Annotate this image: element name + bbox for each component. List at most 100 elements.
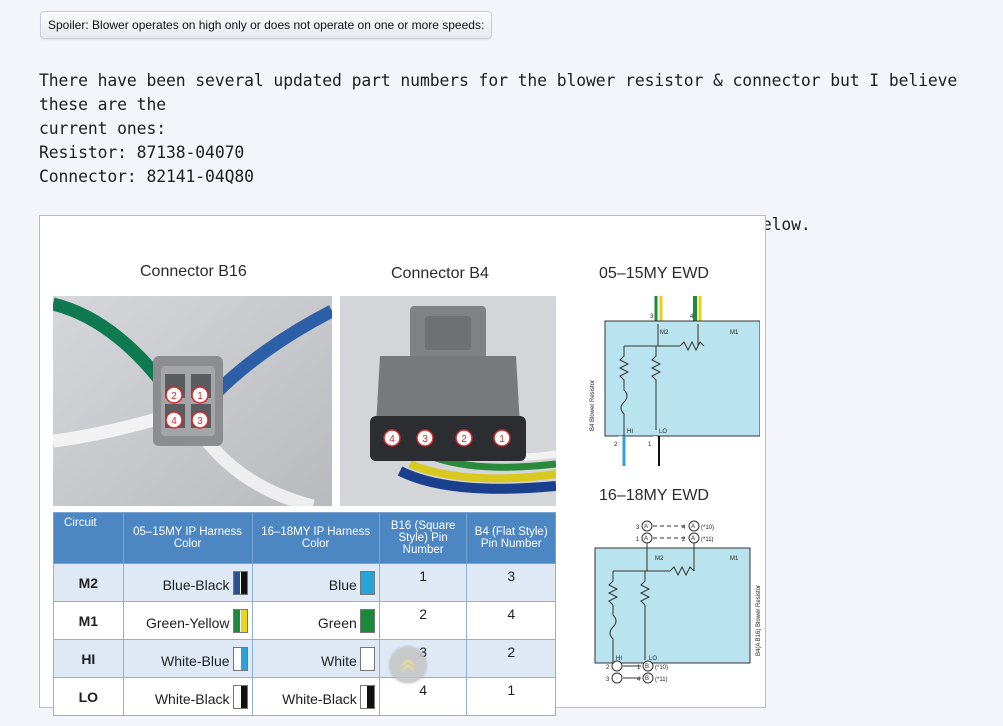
ewd-new-bot-pin-1: 1 — [637, 665, 641, 671]
new-color-cell-text: Blue — [328, 576, 357, 593]
wire-color-swatch — [359, 570, 375, 595]
table-header-1: 05–15MY IP Harness Color — [122, 512, 253, 564]
b4-pin-3: 3 — [422, 434, 428, 445]
connector-b16-photo: 2 1 4 3 — [53, 296, 332, 506]
ewd-new-pin-a-2: A — [644, 536, 648, 542]
ewd-new-bot-pin-4: 4 — [637, 677, 641, 683]
b4-pin-cell: 4 — [466, 601, 556, 640]
ewd-old-m2: M2 — [660, 330, 669, 336]
b4-pin-4: 4 — [389, 434, 395, 445]
ewd-old-pin-2: 2 — [614, 442, 618, 448]
ewd-new-bot-pin-3: 3 — [606, 677, 610, 683]
b16-pin-2: 2 — [171, 391, 177, 402]
b16-pin-1: 1 — [197, 391, 203, 402]
new-color-cell: White — [251, 639, 380, 678]
ewd-new-pin-2: 2 — [682, 537, 686, 543]
circuit-cell-text: HI — [81, 650, 96, 667]
b4-pin-cell: 1 — [466, 677, 556, 716]
table-row: M1 Green-Yellow Green 2 4 — [53, 601, 556, 640]
connector-part-number: Connector: 82141-04Q80 — [39, 167, 254, 186]
b4-pin-cell: 2 — [466, 639, 556, 678]
table-header-4: B4 (Flat Style) Pin Number — [466, 512, 556, 564]
table-row: HI White-Blue White 3 2 — [53, 639, 556, 678]
old-color-cell: White-Blue — [122, 639, 253, 678]
ewd-old-hi: HI — [627, 429, 633, 435]
circuit-cell: HI — [53, 639, 124, 678]
b4-pin-cell-text: 1 — [507, 682, 516, 698]
ewd-new-pin-a-4: A — [691, 536, 695, 542]
ewd-old-m1: M1 — [730, 330, 739, 336]
double-chevron-up-icon — [401, 658, 415, 671]
ewd-new-title: 16–18MY EWD — [599, 487, 709, 504]
ewd-new-bot-pin-2: 2 — [606, 665, 610, 671]
ewd-old-pin-1: 1 — [648, 442, 652, 448]
ewd-old-pin-3: 3 — [650, 314, 654, 320]
old-color-cell: White-Black — [122, 677, 253, 716]
ewd-new-note-10-bottom: (*10) — [655, 665, 668, 671]
connector-b16-title: Connector B16 — [140, 263, 247, 280]
circuit-cell-text: M1 — [78, 612, 99, 629]
b4-pin-1: 1 — [499, 434, 505, 445]
circuit-cell: LO — [53, 677, 124, 716]
old-color-cell: Green-Yellow — [122, 601, 253, 640]
ewd-old-diagram: M2 M1 HI LO 3 4 2 1 B4 Blower Resistor — [590, 296, 760, 466]
b4-pin-cell: 3 — [466, 563, 556, 602]
table-header-3: B16 (Square Style) Pin Number — [378, 512, 468, 564]
ewd-new-pin-b-2: B — [645, 676, 649, 682]
b4-pin-cell-text: 2 — [507, 644, 516, 660]
ewd-new-pin-a-3: A — [691, 524, 695, 530]
old-color-cell: Blue-Black — [122, 563, 253, 602]
table-header-2: 16–18MY IP Harness Color — [251, 512, 380, 564]
post-line-2: current ones: — [39, 119, 166, 138]
wiring-diagram-image: Connector B16 Connector B4 05–15MY EWD 1… — [39, 215, 766, 716]
connector-b4-title: Connector B4 — [391, 265, 489, 282]
new-color-cell: White-Black — [251, 677, 380, 716]
b16-pin-cell: 1 — [378, 563, 468, 602]
b16-pin-3: 3 — [197, 416, 203, 427]
ewd-new-diagram: M2 M1 HI LO 3 1 A A 4 2 A A (*10) (*11) … — [594, 520, 762, 684]
table-row: LO White-Black White-Black 4 1 — [53, 677, 556, 716]
ewd-new-note-11-top: (*11) — [701, 537, 714, 543]
ewd-new-hi: HI — [616, 656, 622, 662]
ewd-new-pin-4: 4 — [682, 525, 686, 531]
old-color-cell-text: White-Black — [154, 690, 230, 707]
ewd-new-m2: M2 — [655, 556, 664, 562]
b16-pin-4: 4 — [171, 416, 177, 427]
wire-color-swatch — [232, 646, 248, 671]
ewd-new-pin-1: 1 — [636, 537, 640, 543]
post-body: There have been several updated part num… — [39, 69, 999, 237]
b16-pin-cell-text: 1 — [419, 568, 428, 584]
table-header-0: Circuit — [53, 512, 124, 564]
spoiler-label: Spoiler: Blower operates on high only or… — [48, 18, 485, 32]
scroll-up-button[interactable] — [390, 647, 426, 683]
wire-color-swatch — [232, 570, 248, 595]
wire-color-swatch — [232, 684, 248, 709]
b16-pin-cell: 4 — [378, 677, 468, 716]
b4-pin-cell-text: 4 — [507, 606, 516, 622]
wire-color-swatch — [232, 608, 248, 633]
circuit-cell-text: LO — [78, 688, 99, 705]
b16-pin-cell-text: 2 — [419, 606, 428, 622]
ewd-old-title: 05–15MY EWD — [599, 265, 709, 282]
connector-b4-photo: 4 3 2 1 — [340, 296, 556, 506]
resistor-part-number: Resistor: 87138-04070 — [39, 143, 245, 162]
ewd-new-lo: LO — [649, 656, 657, 662]
circuit-cell: M2 — [53, 563, 124, 602]
circuit-cell-text: M2 — [78, 574, 99, 591]
wire-color-swatch — [359, 684, 375, 709]
b16-pin-cell-text: 3 — [419, 644, 428, 660]
ewd-old-pin-4: 4 — [690, 314, 694, 320]
old-color-cell-text: White-Blue — [161, 652, 230, 669]
b16-pin-cell-text: 4 — [419, 682, 428, 698]
wire-color-swatch — [359, 608, 375, 633]
spoiler-button[interactable]: Spoiler: Blower operates on high only or… — [40, 11, 493, 39]
old-color-cell-text: Blue-Black — [162, 576, 230, 593]
b4-pin-2: 2 — [461, 434, 467, 445]
new-color-cell-text: White — [321, 652, 357, 669]
b16-pin-cell: 2 — [378, 601, 468, 640]
wire-color-swatch — [359, 646, 375, 671]
new-color-cell: Green — [251, 601, 380, 640]
ewd-new-note-10-top: (*10) — [701, 525, 714, 531]
old-color-cell-text: Green-Yellow — [145, 614, 230, 631]
